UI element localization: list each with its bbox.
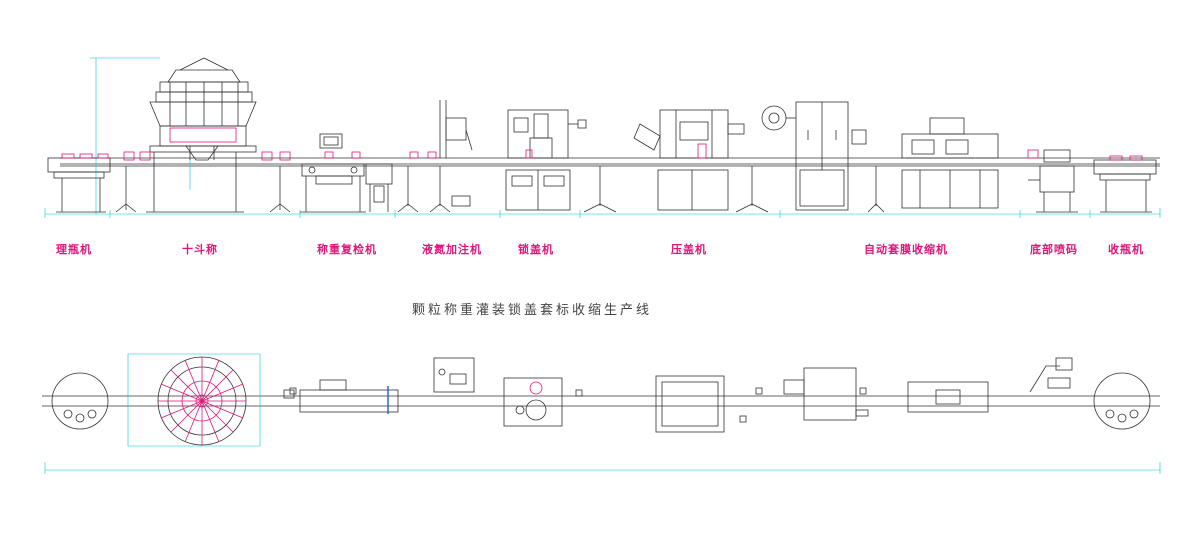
drawing-title: 颗粒称重灌装锁盖套标收缩生产线: [411, 303, 653, 318]
cap-press-plan: [655, 375, 725, 433]
station-label-nitrogen-filler: 液氮加注机: [422, 243, 482, 256]
station-label-cap-press: 压盖机: [671, 243, 707, 256]
unscrambler-turntable-plan: [51, 372, 109, 430]
plan-conveyor: [42, 395, 1160, 407]
main-conveyor: [60, 157, 1160, 167]
sleeve-shrink-plan: [783, 367, 989, 421]
bottle-collector-elevation: [1093, 155, 1157, 213]
conveyor-sensors: [289, 387, 867, 423]
station-label-capping: 锁盖机: [518, 243, 554, 256]
plan-view: [42, 353, 1161, 474]
nitrogen-filler-elevation: [397, 100, 473, 213]
station-label-bottle-unscrambler: 理瓶机: [56, 243, 92, 256]
elevation-dimension-line: [44, 57, 1161, 218]
multihead-weigher-plan: [157, 356, 247, 446]
checkweigher-plan: [283, 379, 399, 414]
capping-plan: [503, 377, 563, 427]
multihead-weigher-elevation: [115, 57, 291, 213]
collector-turntable-plan: [1093, 372, 1151, 430]
station-label-bottom-inkjet: 底部喷码: [1030, 243, 1078, 256]
cap-press-elevation: [633, 109, 769, 213]
plan-dimension-line: [44, 353, 1161, 474]
nitrogen-filler-plan: [433, 357, 475, 393]
capping-elevation: [505, 109, 617, 213]
elevation-view: [44, 57, 1161, 218]
bottle-unscrambler-elevation: [47, 153, 111, 213]
bottom-inkjet-plan: [1029, 357, 1073, 393]
station-label-sleeve-shrink: 自动套膜收缩机: [864, 243, 948, 256]
checkweigher-elevation: [300, 133, 393, 213]
station-label-checkweigher: 称重复检机: [317, 243, 377, 256]
bottom-inkjet-elevation: [1027, 149, 1078, 213]
sleeve-shrink-elevation: [761, 101, 999, 213]
station-label-multihead-weigher: 十斗称: [182, 243, 218, 256]
station-label-bottle-collector: 收瓶机: [1108, 243, 1144, 256]
